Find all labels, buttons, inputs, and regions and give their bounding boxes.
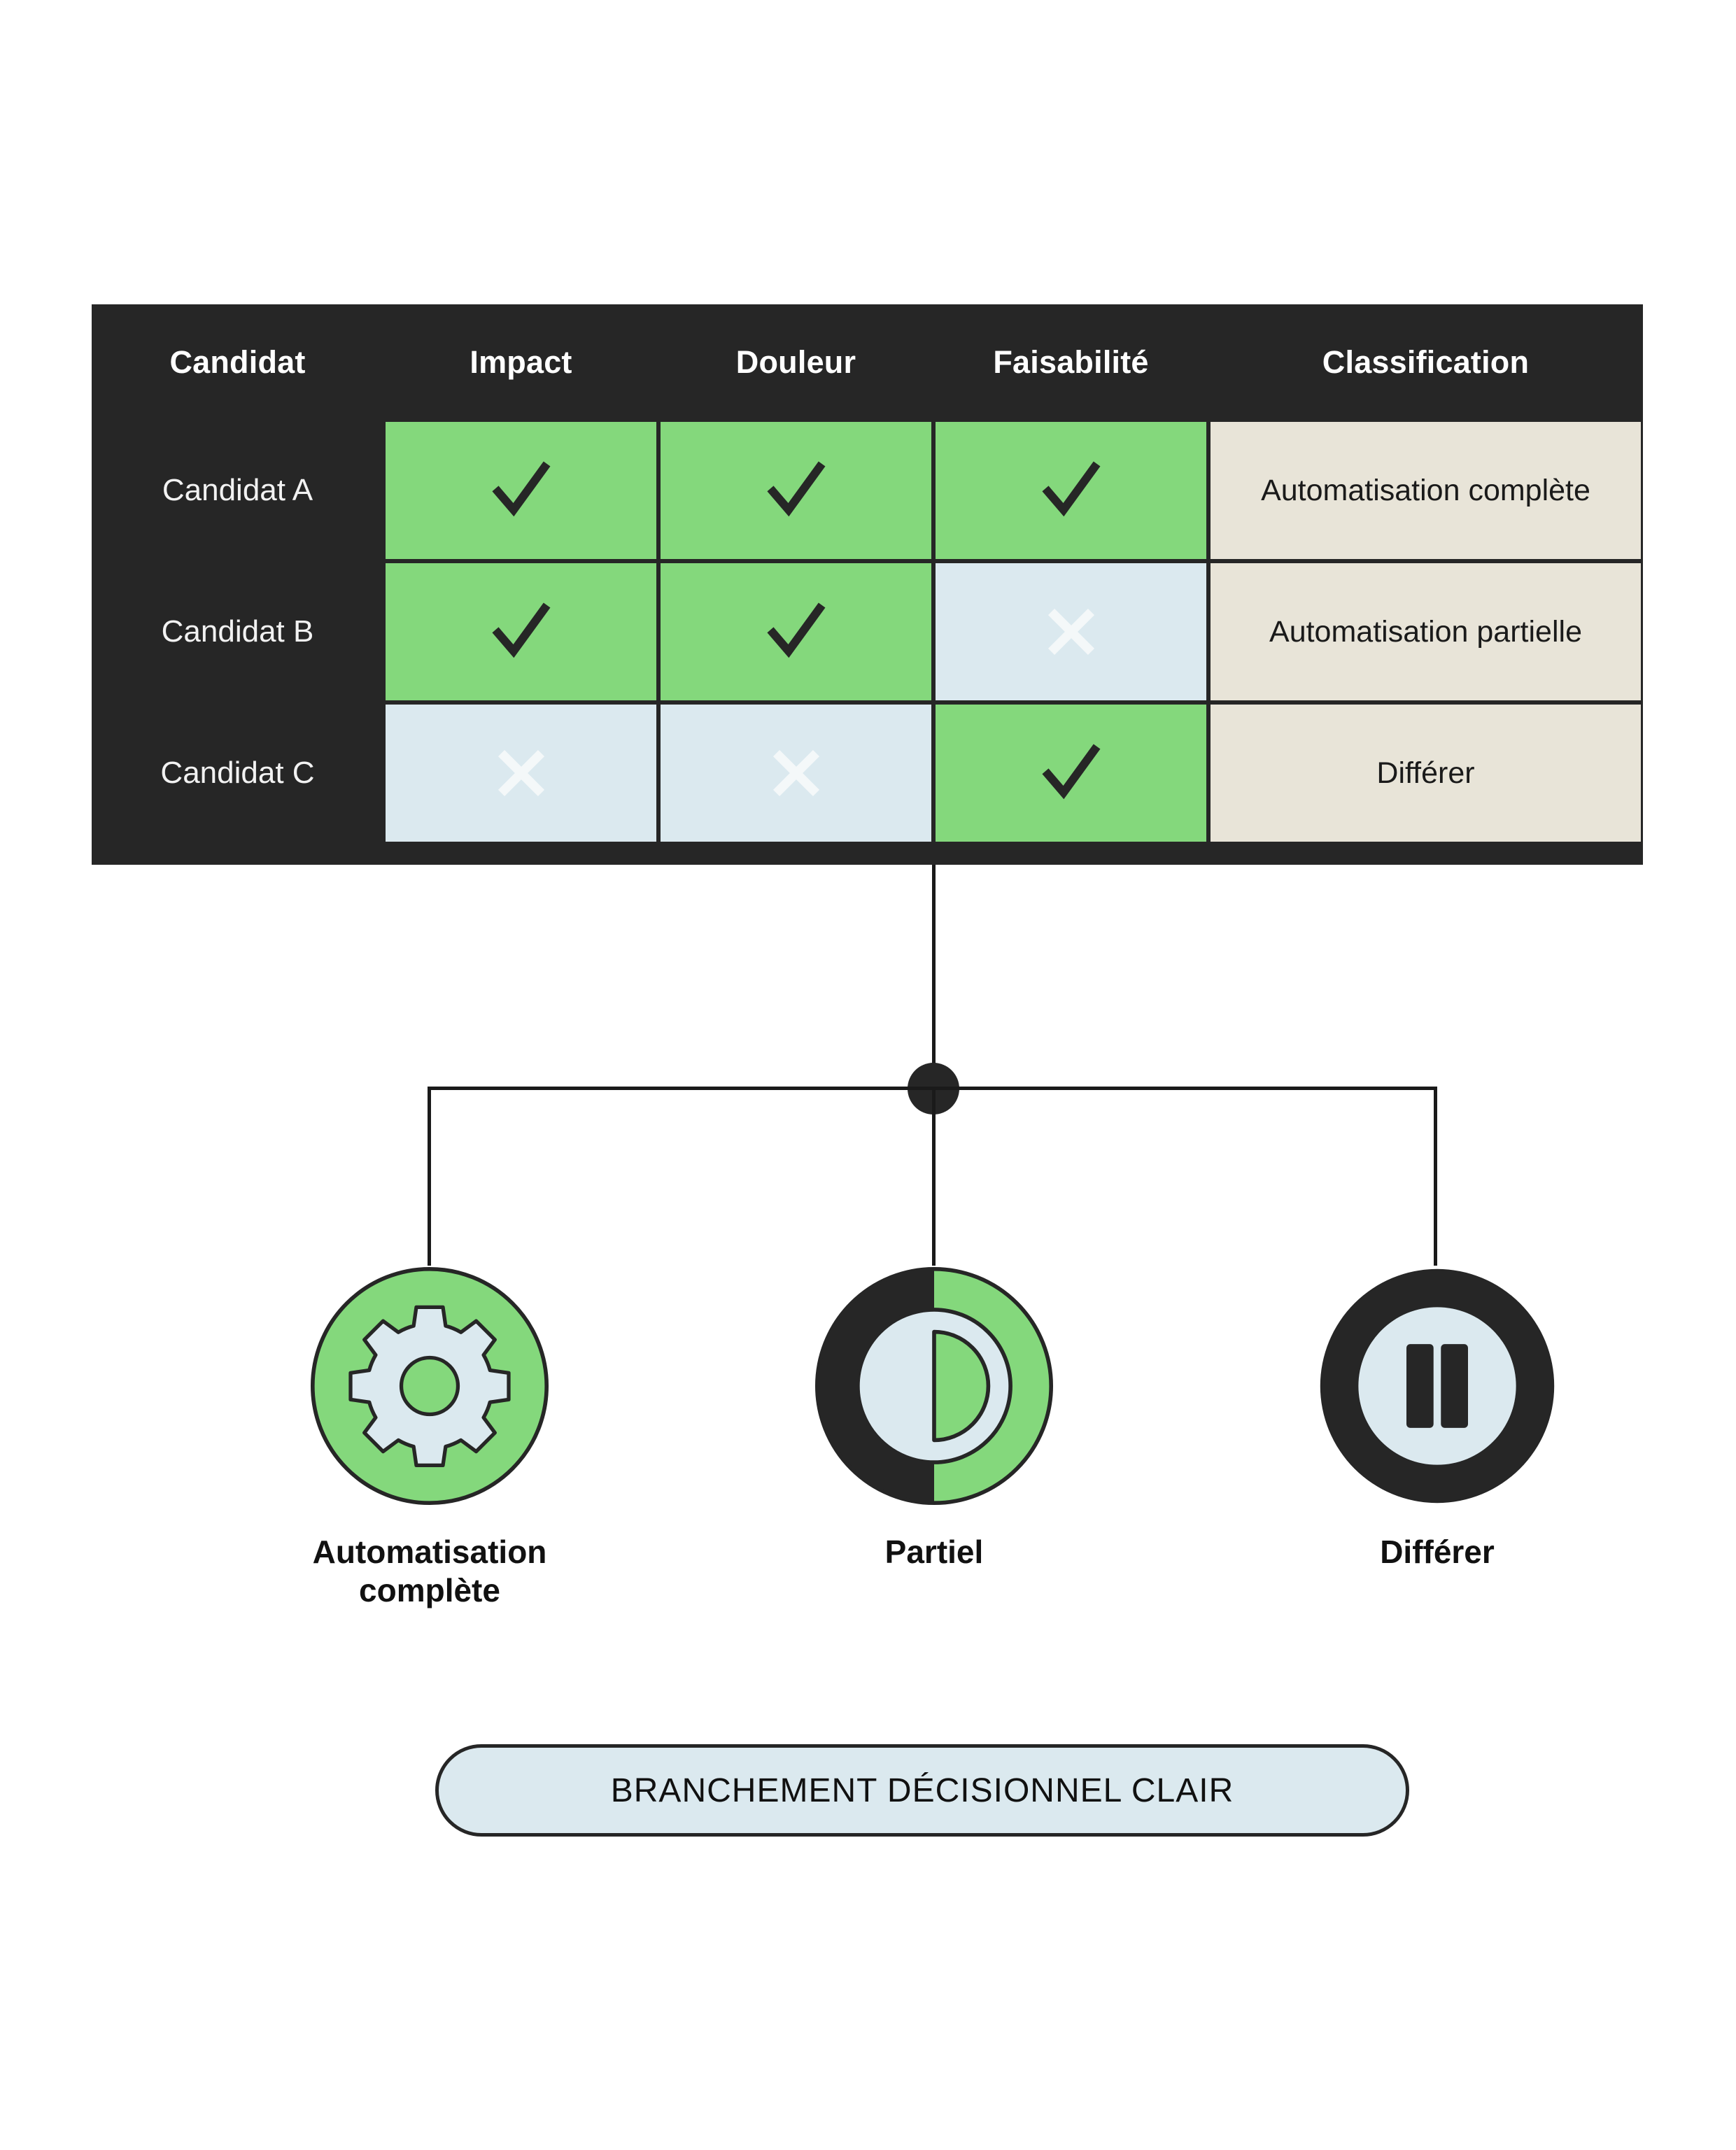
cell-a-classification: Automatisation complète xyxy=(1208,420,1643,561)
half-circle-icon xyxy=(814,1266,1054,1506)
table-row-label-b: Candidat B xyxy=(92,561,383,702)
column-header-faisabilite: Faisabilité xyxy=(933,304,1208,420)
check-icon xyxy=(1041,461,1100,517)
cell-c-classification: Différer xyxy=(1208,702,1643,844)
connector-trunk-vertical xyxy=(932,865,936,1092)
cell-b-impact xyxy=(383,561,658,702)
column-header-candidat: Candidat xyxy=(92,304,383,420)
cross-icon xyxy=(497,749,544,797)
cell-a-impact xyxy=(383,420,658,561)
cell-b-douleur xyxy=(658,561,933,702)
table-row-label-c: Candidat C xyxy=(92,702,383,844)
outcome-node-automatisation-complete[interactable]: Automatisation complète xyxy=(304,1263,556,1610)
column-header-impact: Impact xyxy=(383,304,658,420)
table-row-label-a: Candidat A xyxy=(92,420,383,561)
cell-a-faisabilite xyxy=(933,420,1208,561)
column-header-classification: Classification xyxy=(1208,304,1643,420)
check-icon xyxy=(491,461,550,517)
connector-branch-right xyxy=(1434,1087,1437,1266)
cell-c-faisabilite xyxy=(933,702,1208,844)
cell-c-douleur xyxy=(658,702,933,844)
outcome-node-label: Partiel xyxy=(884,1534,984,1570)
decision-matrix-table: Candidat Impact Douleur Faisabilité Clas… xyxy=(92,304,1643,865)
check-icon xyxy=(1041,744,1100,800)
cell-b-classification: Automatisation partielle xyxy=(1208,561,1643,702)
column-header-douleur: Douleur xyxy=(658,304,933,420)
cell-a-douleur xyxy=(658,420,933,561)
outcome-node-partiel[interactable]: Partiel xyxy=(808,1263,1060,1571)
cell-b-faisabilite xyxy=(933,561,1208,702)
pause-icon xyxy=(1320,1268,1555,1504)
status-badge-branchement: BRANCHEMENT DÉCISIONNEL CLAIR xyxy=(435,1744,1409,1837)
check-icon xyxy=(766,602,825,658)
check-icon xyxy=(491,602,550,658)
outcome-node-label: Différer xyxy=(1380,1534,1495,1570)
matrix-grid: Candidat Impact Douleur Faisabilité Clas… xyxy=(92,304,1643,865)
connector-branch-left xyxy=(428,1087,431,1266)
gear-icon xyxy=(310,1266,549,1506)
cross-icon xyxy=(772,749,819,797)
cell-c-impact xyxy=(383,702,658,844)
outcome-node-label: Automatisation complète xyxy=(312,1534,547,1609)
check-icon xyxy=(766,461,825,517)
connector-branch-center xyxy=(932,1087,936,1266)
cross-icon xyxy=(1047,608,1094,656)
outcome-node-differer[interactable]: Différer xyxy=(1311,1263,1563,1571)
